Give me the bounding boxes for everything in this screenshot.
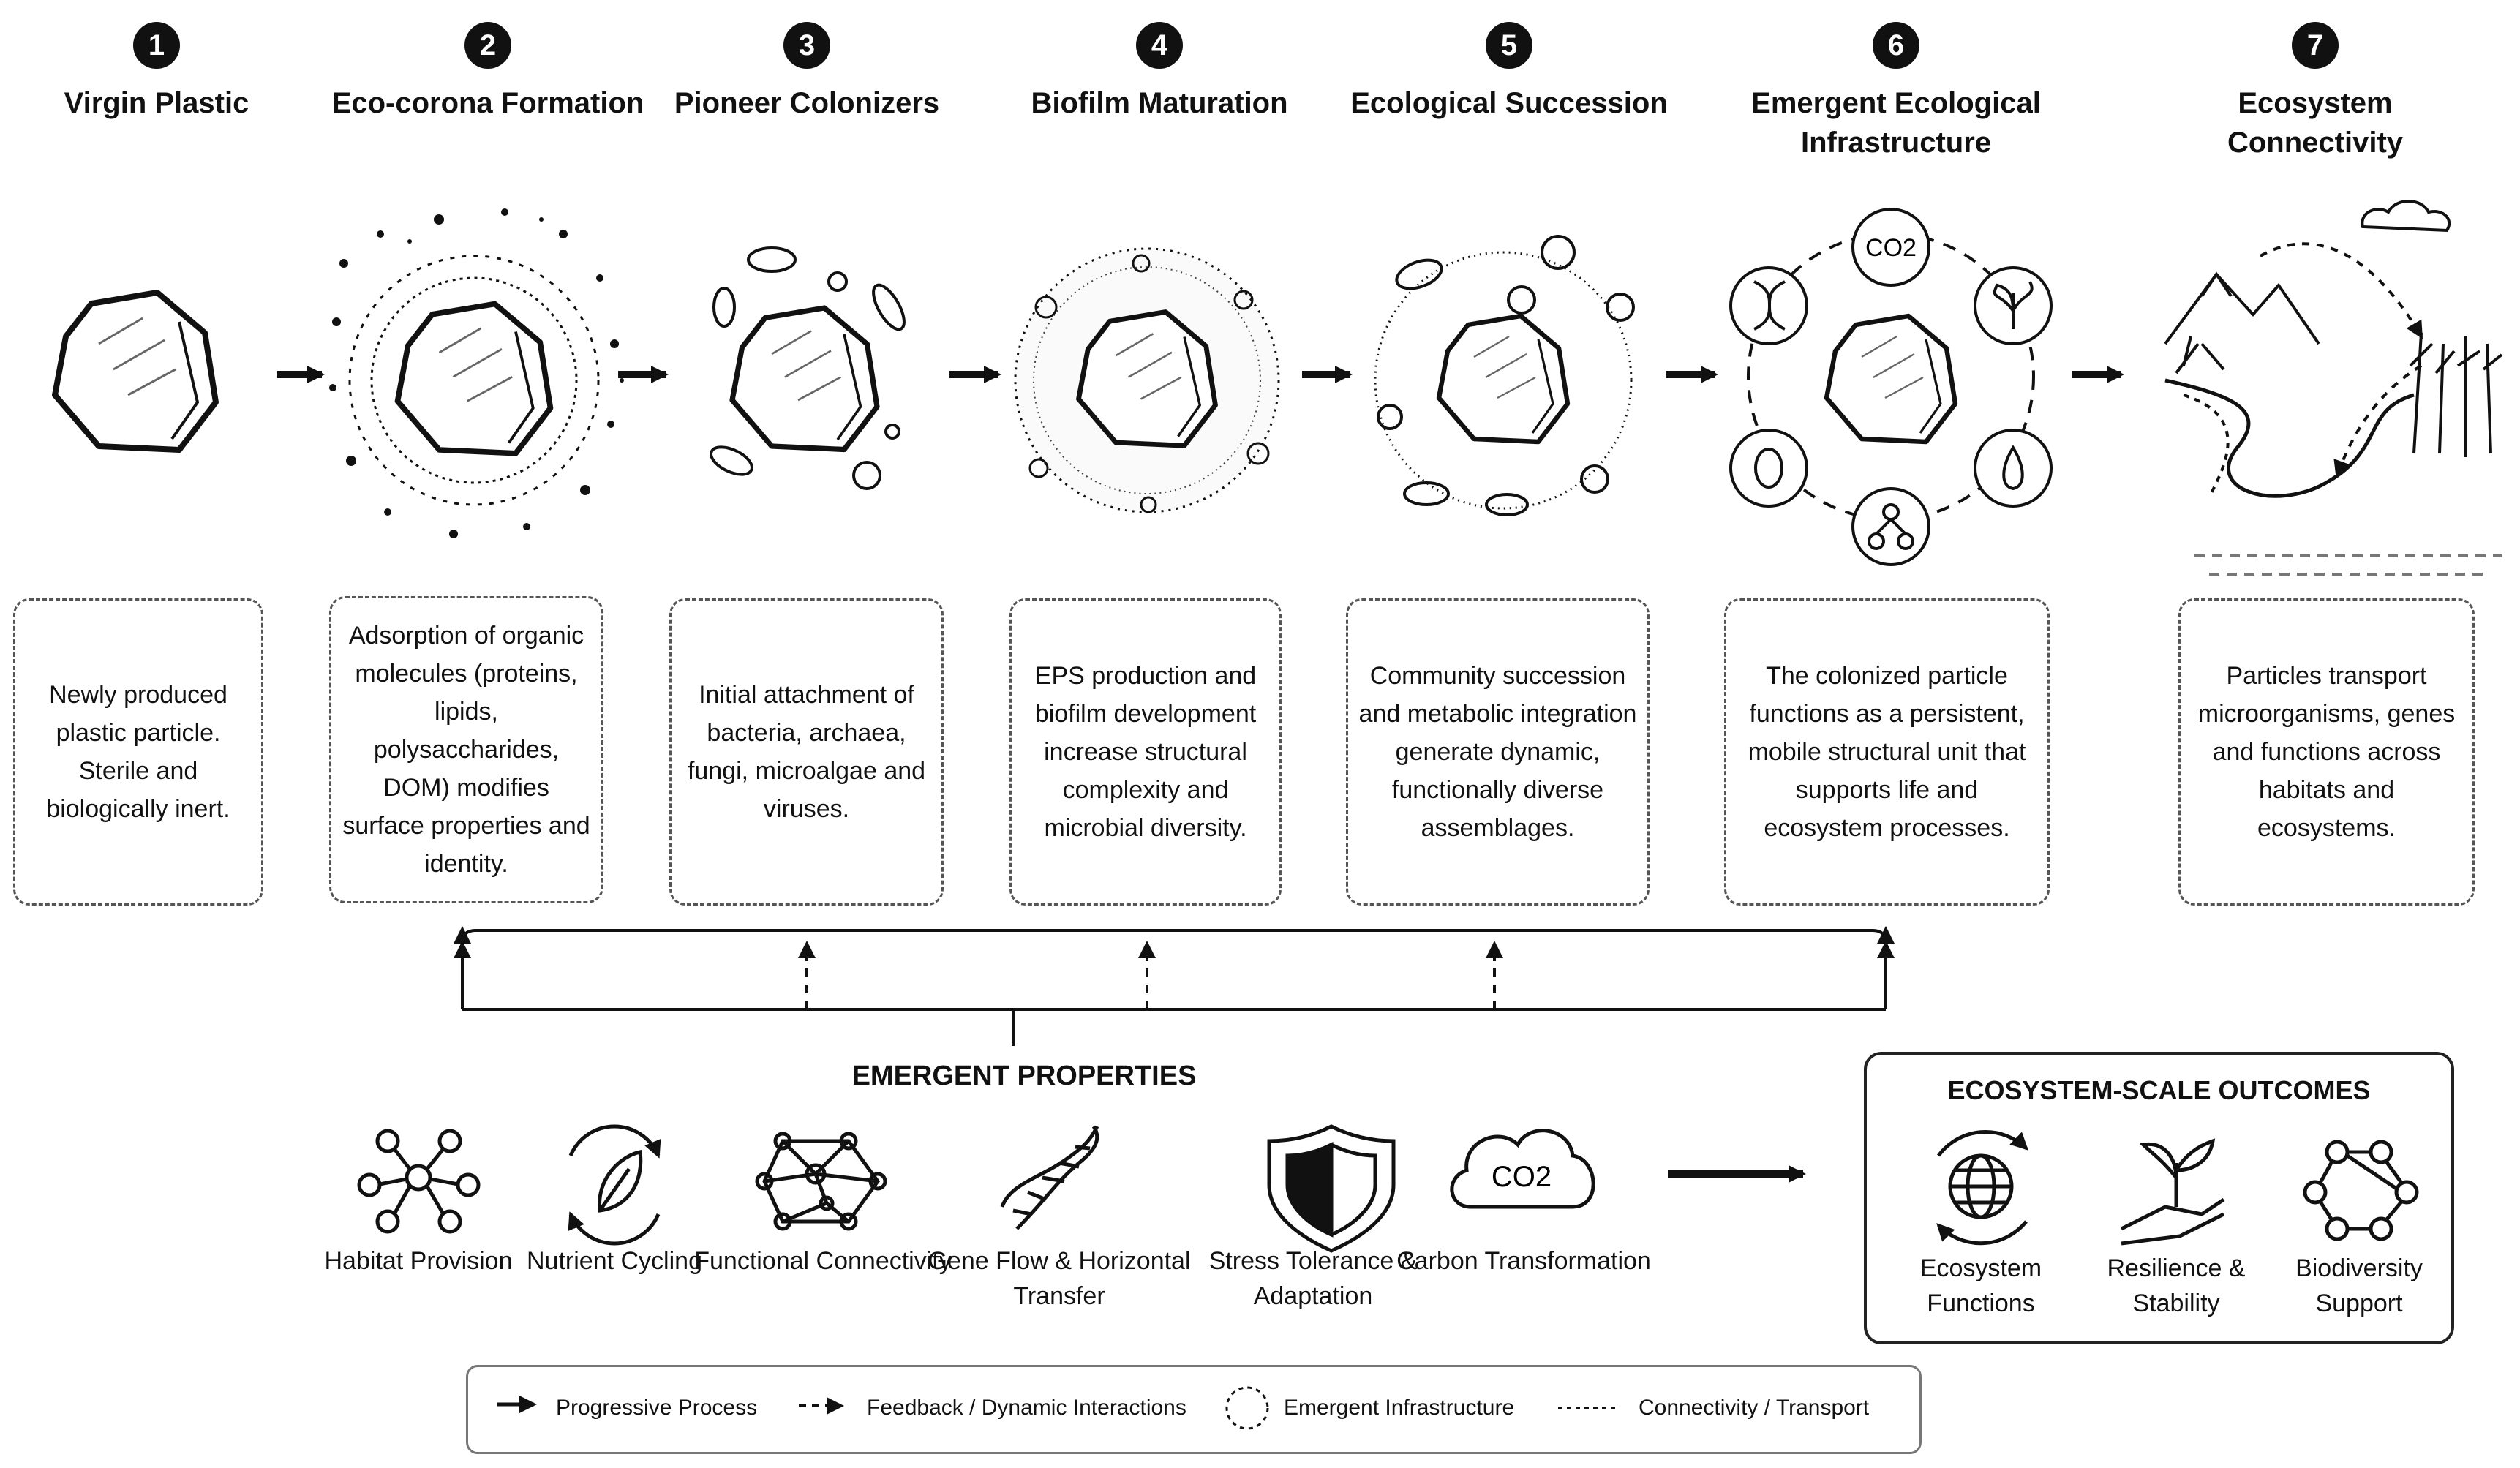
shield-icon (1267, 1124, 1396, 1253)
emergent-icons (357, 1124, 1595, 1253)
property-stress-tolerance: Stress Tolerance & Adaptation (1208, 1247, 1418, 1310)
molecule-node-icon (1851, 487, 1930, 566)
stage-5-title: Ecological Succession (1350, 87, 1668, 119)
stage-7-description: Particles transport microorganisms, gene… (2178, 598, 2475, 906)
stage-3-number: 3 (783, 22, 830, 69)
legend-symbols (497, 1386, 1620, 1430)
legend (466, 1365, 1922, 1454)
stage-3-header: 3 Pioneer Colonizers (646, 22, 968, 123)
legend-connectivity-transport: Connectivity / Transport (1639, 1396, 1870, 1420)
stage-5-description: Community succession and metabolic integ… (1346, 598, 1650, 906)
dna-icon (1000, 1125, 1099, 1230)
organism-node-icon (1729, 429, 1808, 508)
stage-5-header: 5 Ecological Succession (1348, 22, 1670, 123)
stage-7-number: 7 (2292, 22, 2339, 69)
stage-1-header: 1 Virgin Plastic (0, 22, 317, 123)
emergent-properties-title: EMERGENT PROPERTIES (851, 1061, 1197, 1091)
stage-6-header: 6 Emergent Ecological Infrastructure (1735, 22, 2057, 162)
outcomes-panel (1864, 1052, 2454, 1344)
stage-2-number: 2 (464, 22, 511, 69)
property-functional-connectivity: Functional Connectivity (694, 1247, 952, 1275)
stage-5-number: 5 (1486, 22, 1532, 69)
outcome-icons (1936, 1130, 2419, 1246)
stage-6-title: Emergent Ecological Infrastructure (1751, 87, 2041, 159)
stage-3-title: Pioneer Colonizers (674, 87, 940, 119)
legend-progressive-process: Progressive Process (556, 1396, 758, 1420)
stage5-succession-icon (1374, 235, 1635, 516)
stage-4-number: 4 (1136, 22, 1183, 69)
hand-sprout-icon (2120, 1138, 2225, 1246)
property-habitat-provision: Habitat Provision (324, 1247, 513, 1275)
stage1-virgin-particle-icon (55, 293, 216, 450)
svg-text:CO2: CO2 (1865, 234, 1917, 262)
stage-2-header: 2 Eco-corona Formation (327, 22, 649, 123)
legend-emergent-infrastructure: Emergent Infrastructure (1284, 1396, 1515, 1420)
stage6-infrastructure-icon: CO2 (1729, 208, 2053, 566)
stage-6-number: 6 (1873, 22, 1919, 69)
network-node-icon (357, 1129, 481, 1234)
co2-node-icon (1851, 208, 1930, 287)
globe-cycle-icon (1936, 1130, 2028, 1246)
feedback-main-line (454, 941, 1895, 1046)
stage3-pioneer-colonizers-icon (710, 246, 906, 490)
co2-cloud-icon (1450, 1129, 1595, 1209)
stage2-eco-corona-icon (329, 208, 624, 538)
feedback-connectors (454, 926, 1895, 1042)
stage4-biofilm-icon (1014, 247, 1280, 513)
property-carbon-transformation: Carbon Transformation (1396, 1247, 1651, 1275)
stage-4-description: EPS production and biofilm development i… (1009, 598, 1282, 906)
stage-7-header: 7 Ecosystem Connectivity (2154, 22, 2476, 162)
property-nutrient-cycling: Nutrient Cycling (527, 1247, 702, 1275)
stage-2-description: Adsorption of organic molecules (protein… (329, 596, 603, 903)
leaf-cycle-icon (568, 1124, 661, 1246)
outcome-biodiversity-support: Biodiversity Support (2295, 1254, 2423, 1317)
water-drop-node-icon (1974, 429, 2053, 508)
outcome-ecosystem-functions: Ecosystem Functions (1919, 1254, 2042, 1317)
mesh-network-icon (755, 1132, 887, 1231)
stage-1-number: 1 (133, 22, 180, 69)
stage-6-description: The colonized particle functions as a pe… (1724, 598, 2050, 906)
stage-1-description: Newly produced plastic particle. Sterile… (13, 598, 263, 906)
stage7-landscape-icon (2164, 200, 2503, 576)
connected-nodes-icon (2303, 1140, 2419, 1241)
outcome-resilience-stability: Resilience & Stability (2107, 1254, 2246, 1317)
stage-2-title: Eco-corona Formation (331, 87, 644, 119)
stage-4-title: Biofilm Maturation (1031, 87, 1288, 119)
stage-1-title: Virgin Plastic (64, 87, 249, 119)
property-gene-flow: Gene Flow & Horizontal Transfer (928, 1247, 1191, 1310)
svg-text:CO2: CO2 (1492, 1161, 1552, 1193)
stage-7-title: Ecosystem Connectivity (2227, 87, 2404, 159)
stage-4-header: 4 Biofilm Maturation (998, 22, 1320, 123)
stage-3-description: Initial attachment of bacteria, archaea,… (669, 598, 944, 906)
legend-feedback: Feedback / Dynamic Interactions (867, 1396, 1186, 1420)
outcomes-title: ECOSYSTEM-SCALE OUTCOMES (1947, 1075, 2371, 1105)
